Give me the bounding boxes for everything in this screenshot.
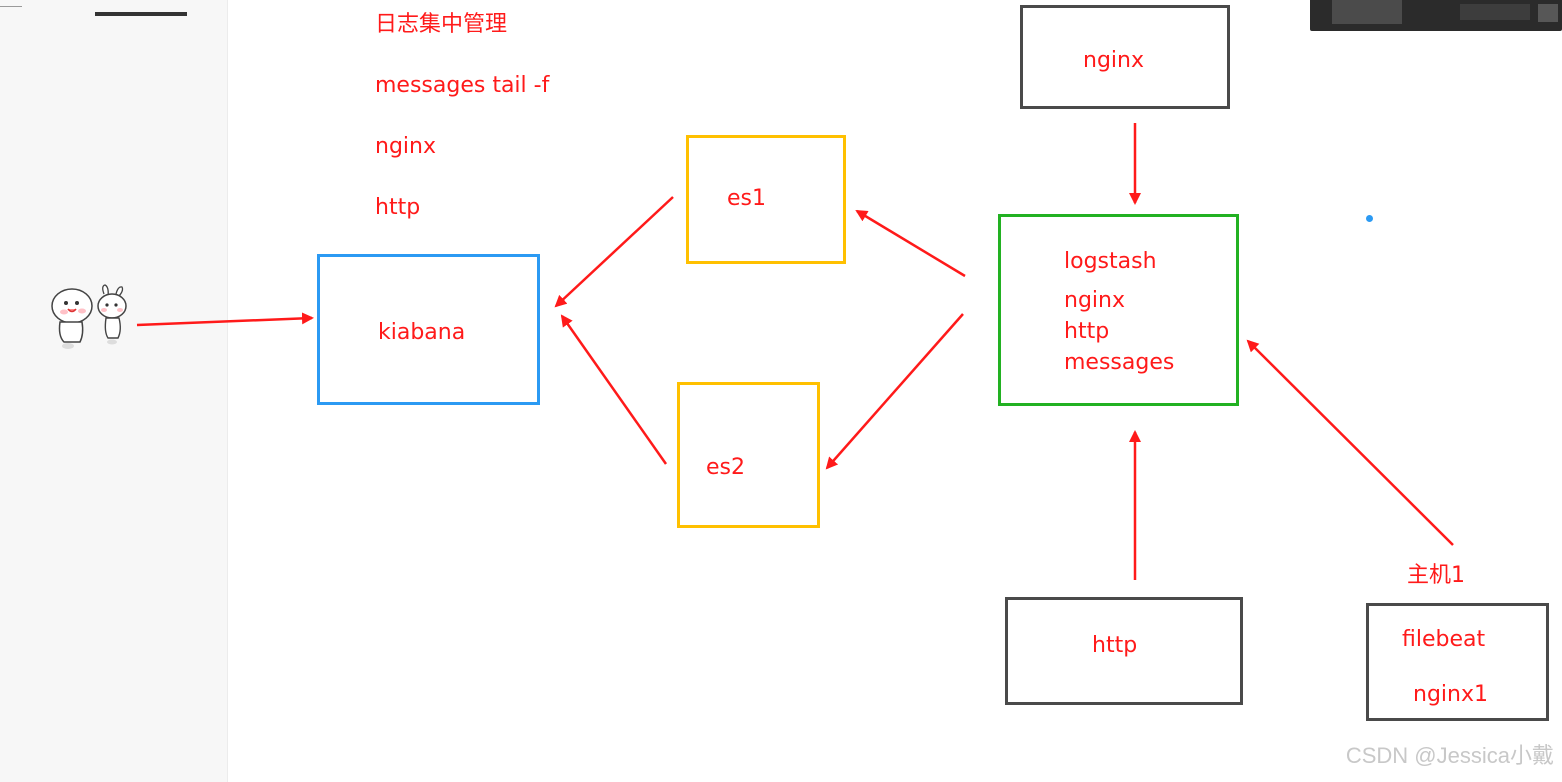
arrow-es2-to-kiabana (560, 314, 668, 465)
es2-label: es2 (706, 455, 745, 480)
note-line: http (375, 195, 421, 220)
logstash-label: logstash (1064, 249, 1157, 274)
http-box: http (1005, 597, 1243, 705)
user-mascot-icon (51, 284, 127, 349)
thumbnail-blur-block (1538, 4, 1558, 22)
arrow-host-to-logstash (1246, 339, 1454, 546)
watermark: CSDN @Jessica小戴 (1345, 743, 1554, 768)
stray-dot (1366, 215, 1373, 222)
kiabana-label: kiabana (378, 320, 466, 345)
arrow-logstash-to-es1 (855, 209, 966, 278)
left-sidebar (0, 0, 228, 782)
logstash-line: http (1064, 319, 1110, 344)
host-box: filebeat nginx1 (1366, 603, 1549, 721)
es2-box: es2 (677, 382, 820, 528)
logstash-line: messages (1064, 350, 1175, 375)
arrow-es1-to-kiabana (554, 196, 674, 308)
http-box-label: http (1092, 633, 1138, 658)
logstash-line: nginx (1064, 288, 1125, 313)
note-line: nginx (375, 134, 436, 159)
nginx-box-label: nginx (1083, 48, 1144, 73)
es1-box: es1 (686, 135, 846, 264)
thumbnail-preview (1310, 0, 1562, 31)
kiabana-box: kiabana (317, 254, 540, 405)
arrow-user-to-kiabana (136, 312, 314, 327)
arrow-logstash-to-es2 (825, 313, 964, 470)
sidebar-tab-stub[interactable] (0, 0, 22, 7)
logstash-box: logstash nginx http messages (998, 214, 1239, 406)
host-title: 主机1 (1407, 563, 1465, 588)
host-line: nginx1 (1413, 682, 1488, 707)
thumbnail-blur-block (1332, 0, 1402, 24)
thumbnail-blur-block (1460, 4, 1530, 20)
note-line: messages tail -f (375, 73, 550, 98)
nginx-box: nginx (1020, 5, 1230, 109)
es1-label: es1 (727, 186, 766, 211)
sidebar-active-tab-indicator[interactable] (95, 12, 187, 16)
host-line: filebeat (1402, 627, 1486, 652)
note-title: 日志集中管理 (375, 12, 508, 37)
